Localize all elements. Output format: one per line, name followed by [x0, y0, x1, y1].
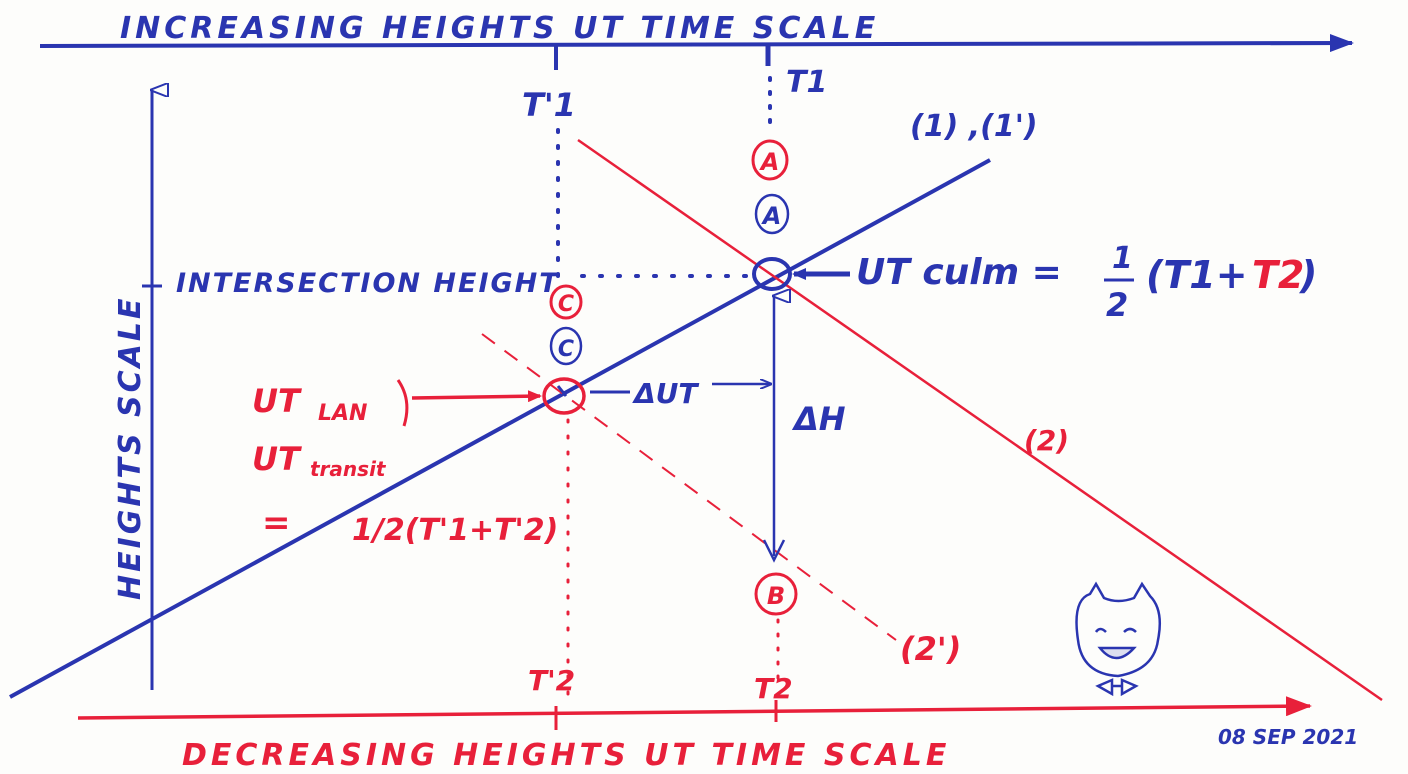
point-a-blue: A — [754, 193, 790, 235]
half-formula: 1/2(T'1+T'2) — [352, 513, 558, 548]
point-a-red: A — [751, 139, 789, 181]
delta-h-label: ΔH — [791, 400, 846, 438]
ut-lan-brace — [396, 379, 409, 427]
intersection-height-label: INTERSECTION HEIGHT — [176, 268, 560, 299]
svg-text:C: C — [558, 337, 574, 362]
ut-lan-ut: UT — [252, 382, 302, 420]
svg-text:C: C — [558, 292, 574, 317]
ut-lan-label-group: UT LAN UT transit = 1/2(T'1+T'2) — [252, 379, 558, 548]
ut-lan-arrow — [411, 390, 542, 403]
ut-transit-ut: UT — [252, 440, 302, 478]
label-t1: T1 — [786, 65, 827, 100]
date-label: 08 SEP 2021 — [1218, 725, 1358, 749]
ut-culm-text: UT culm = — [856, 252, 1062, 293]
ut-transit-sub: transit — [310, 457, 387, 481]
ut-lan-sub: LAN — [318, 401, 367, 426]
label-line-1: (1) ,(1') — [910, 109, 1038, 144]
svg-text:A: A — [759, 148, 780, 176]
label-line-2: (2) — [1024, 424, 1069, 457]
top-axis-line — [39, 34, 1354, 53]
equals-sign: = — [262, 503, 291, 543]
formula-t2-red: T2 — [1252, 253, 1304, 297]
vertical-axis: HEIGHTS SCALE — [113, 90, 162, 690]
point-c-red: C — [549, 284, 583, 320]
ut-culm-formula: UT culm = 1 2 (T1+ T2 ) — [856, 241, 1317, 324]
line-2-red — [577, 138, 1383, 702]
lan-circle-inner — [556, 385, 568, 397]
label-t1-prime: T'1 — [522, 86, 576, 124]
fraction-denominator: 2 — [1106, 286, 1128, 324]
point-c-blue: C — [549, 326, 583, 366]
fraction-numerator: 1 — [1112, 241, 1133, 276]
line-1-blue — [9, 158, 991, 699]
smiley-creature-icon — [1075, 581, 1161, 697]
lan-circle — [542, 377, 586, 415]
bottom-axis: DECREASING HEIGHTS UT TIME SCALE — [77, 696, 1312, 773]
label-t2-prime: T'2 — [528, 664, 575, 697]
label-t2: T2 — [754, 672, 793, 705]
bottom-axis-line — [77, 696, 1312, 720]
formula-paren-close: ) — [1298, 253, 1317, 297]
top-axis-label: INCREASING HEIGHTS UT TIME SCALE — [120, 11, 879, 46]
svg-text:A: A — [761, 202, 782, 230]
delta-ut-label: ΔUT — [632, 377, 699, 410]
vertical-axis-label: HEIGHTS SCALE — [113, 296, 148, 600]
label-line-2-prime: (2') — [900, 630, 961, 668]
formula-paren-t1: (T1+ — [1146, 253, 1248, 297]
top-axis: INCREASING HEIGHTS UT TIME SCALE — [39, 11, 1354, 70]
svg-text:B: B — [767, 582, 785, 610]
delta-h-arrow-down — [762, 539, 786, 563]
bottom-axis-label: DECREASING HEIGHTS UT TIME SCALE — [182, 738, 950, 773]
point-b-red: B — [754, 572, 798, 616]
